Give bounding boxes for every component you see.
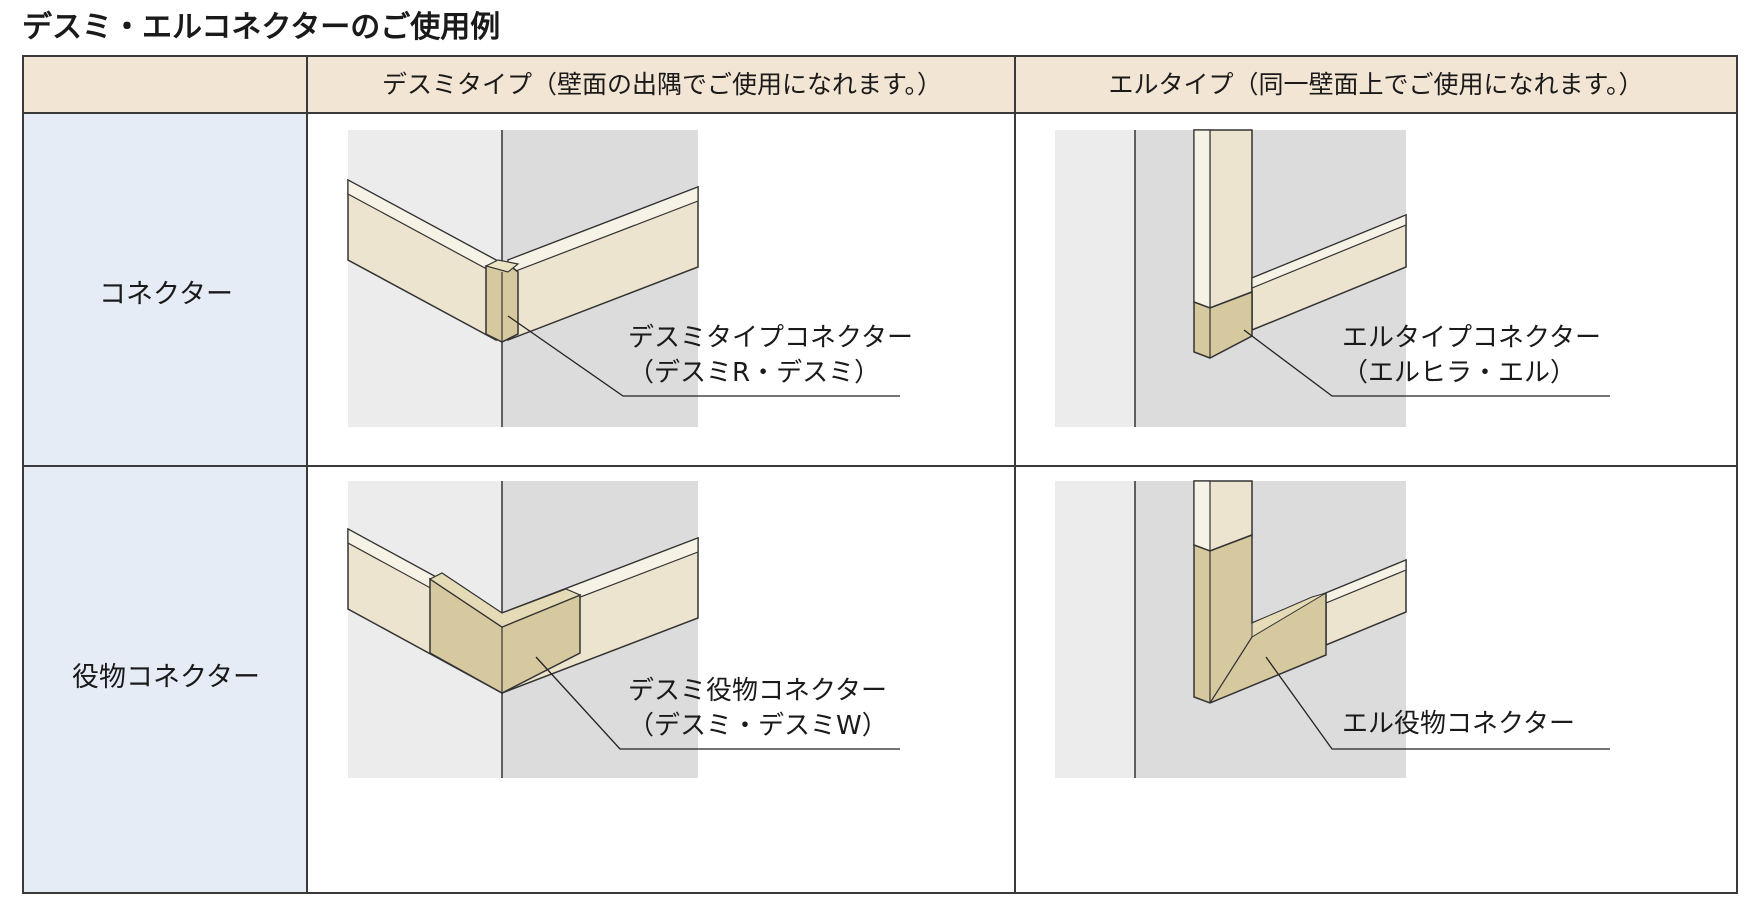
diagram-eru-connector: エルタイプコネクター （エルヒラ・エル） <box>1016 114 1736 465</box>
diagram-desumi-yakumono-connector: デスミ役物コネクター （デスミ・デスミW） <box>308 467 1014 892</box>
divider <box>24 465 1736 467</box>
callout-line: エルタイプコネクター <box>1342 323 1601 353</box>
column-header-eru: エルタイプ（同一壁面上でご使用になれます。） <box>1016 57 1736 114</box>
column-header-label: デスミタイプ（壁面の出隅でご使用になれます。） <box>381 70 942 99</box>
table-header-blank <box>24 57 308 114</box>
callout-line: デスミタイプコネクター <box>628 323 913 353</box>
divider <box>306 57 308 892</box>
callout-line: （デスミ・デスミW） <box>628 711 888 741</box>
callout-line: エル役物コネクター <box>1342 709 1575 739</box>
callout-line: （デスミR・デスミ） <box>628 358 881 388</box>
diagram-eru-yakumono-connector: エル役物コネクター <box>1016 467 1736 892</box>
row-label-cell <box>24 465 308 892</box>
diagram-desumi-connector: デスミタイプコネクター （デスミR・デスミ） <box>308 114 1014 465</box>
callout-label: エル役物コネクター <box>1342 707 1575 742</box>
callout-line: デスミ役物コネクター <box>628 676 887 706</box>
column-header-label: エルタイプ（同一壁面上でご使用になれます。） <box>1108 70 1644 99</box>
flat-wall-illustration <box>1055 480 1610 778</box>
callout-label: デスミ役物コネクター （デスミ・デスミW） <box>628 674 888 744</box>
row-label: 役物コネクター <box>72 662 260 693</box>
row-label: コネクター <box>99 279 233 310</box>
flat-wall-illustration <box>1055 129 1610 427</box>
page-title: デスミ・エルコネクターのご使用例 <box>22 10 501 45</box>
callout-label: エルタイプコネクター （エルヒラ・エル） <box>1342 321 1601 391</box>
corner-illustration <box>347 481 900 778</box>
usage-table: デスミタイプ（壁面の出隅でご使用になれます。） エルタイプ（同一壁面上でご使用に… <box>22 55 1738 894</box>
callout-line: （エルヒラ・エル） <box>1342 358 1577 388</box>
corner-illustration <box>347 130 900 427</box>
divider <box>1014 57 1016 892</box>
row-label-cell <box>24 114 308 465</box>
column-header-desumi: デスミタイプ（壁面の出隅でご使用になれます。） <box>308 57 1016 114</box>
callout-label: デスミタイプコネクター （デスミR・デスミ） <box>628 321 913 391</box>
